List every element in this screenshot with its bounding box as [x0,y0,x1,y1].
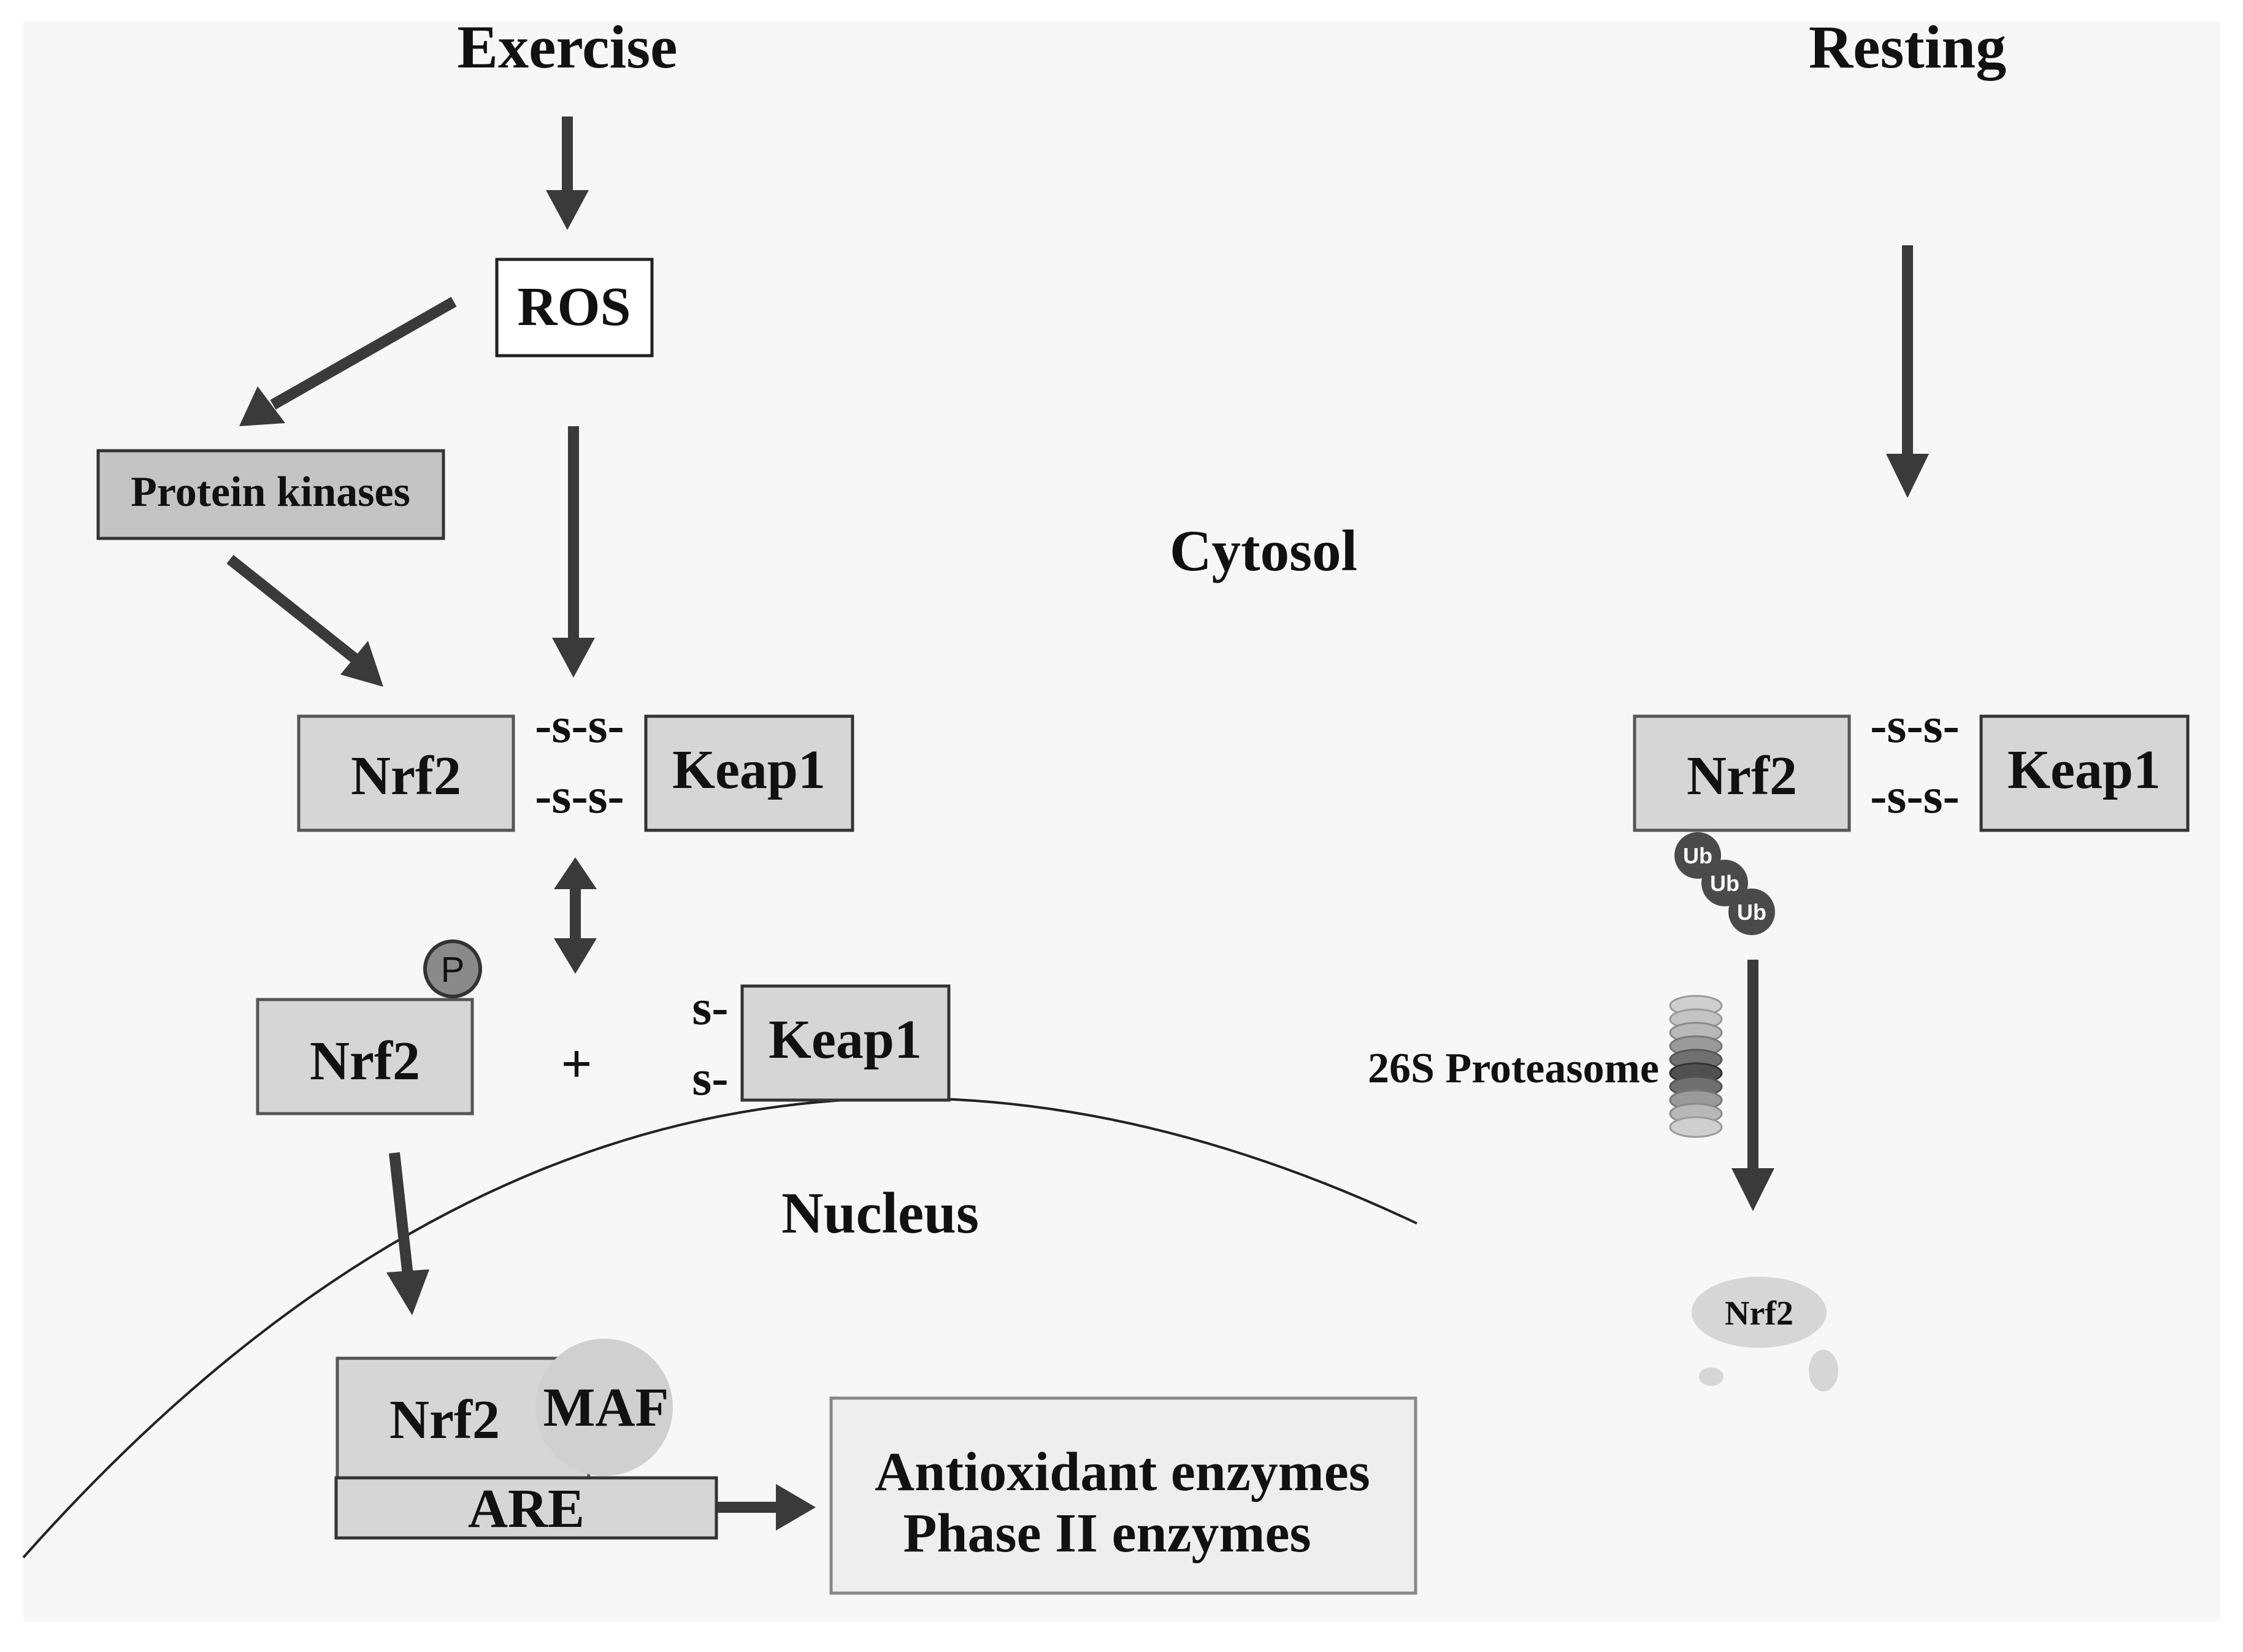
proteasome-icon [1669,995,1723,1138]
keap1-box [1979,714,2190,832]
arrow-ros-to-kinases [239,297,457,426]
arrow-are-to-enzymes [708,1484,816,1531]
enzymes-box: Antioxidant enzymes Phase II enzymes [829,1396,1417,1595]
ubiquitin-chain: Ub Ub Ub [1674,832,1775,935]
ubiquitin-icon [1728,889,1775,935]
nrf2-keap1-complex-resting: Nrf2 Keap1 -s-s- -s-s- [1633,697,2190,832]
degraded-nrf2-blob [1692,1277,1827,1348]
arrow-kinases-to-nrf2 [226,554,383,687]
disulfide-bond-top: -s-s- [1870,697,1960,753]
nrf2-keap1-complex-exercise: Nrf2 Keap1 -s-s- -s-s- [297,697,854,832]
are-box [334,1476,718,1540]
phosphate-label: P [441,950,465,990]
keap1-label: Keap1 [672,740,826,800]
keap1-box [644,714,854,832]
degraded-nrf2-label: Nrf2 [1725,1294,1793,1333]
resting-title: Resting [1809,13,2006,81]
thiol-top: s- [692,979,728,1035]
cytosol-label: Cytosol [1170,518,1357,583]
thiol-bottom: s- [692,1050,728,1106]
arrow-ros-to-complex [552,426,595,678]
nrf2-maf-are-complex: Nrf2 MAF ARE [334,1339,718,1540]
nucleus-label: Nucleus [781,1180,979,1245]
maf-circle [535,1339,673,1476]
nrf2-label: Nrf2 [310,1031,420,1092]
arrow-exercise-to-ros [546,117,589,230]
nrf2-label: Nrf2 [1687,746,1797,806]
disulfide-bond-bottom: -s-s- [535,768,624,824]
ros-box: ROS [495,258,654,358]
nrf2-label: Nrf2 [389,1390,500,1450]
arrow-resting-down [1886,245,1929,498]
nrf2-box [256,998,474,1115]
arrow-dissociation-double [554,857,597,974]
fragment-large [1809,1350,1838,1391]
nrf2-box [1633,714,1851,832]
phosphate-icon [423,939,482,998]
phospho-nrf2: Nrf2 P [256,939,482,1115]
ubiquitin-label: Ub [1710,871,1739,896]
fragment-small [1699,1367,1723,1386]
disulfide-bond-top: -s-s- [535,697,624,753]
nucleus-membrane [22,1096,1417,1559]
nrf2-box [297,714,515,832]
are-label: ARE [468,1478,585,1539]
arrow-nrf2-to-nucleus [386,1152,429,1315]
keap1-label: Keap1 [2007,740,2161,800]
protein-kinases-box: Protein kinases [96,449,445,540]
keap1-label: Keap1 [769,1009,922,1070]
disulfide-bond-bottom: -s-s- [1870,768,1960,824]
free-keap1: s- s- Keap1 [692,979,951,1106]
arrow-degradation [1731,960,1774,1211]
proteasome-label: 26S Proteasome [1368,1045,1659,1092]
phase2-enzymes-label: Phase II enzymes [903,1503,1311,1564]
ubiquitin-label: Ub [1683,843,1712,868]
keap1-box [740,984,951,1102]
antioxidant-enzymes-label: Antioxidant enzymes [875,1442,1370,1502]
maf-label: MAF [543,1377,669,1438]
nrf2-label: Nrf2 [351,746,461,806]
exercise-title: Exercise [457,13,677,81]
ros-label: ROS [517,277,631,337]
protein-kinases-label: Protein kinases [131,468,410,516]
ubiquitin-label: Ub [1737,900,1766,925]
plus-sign: + [561,1034,592,1095]
degraded-nrf2: Nrf2 [1692,1277,1838,1391]
